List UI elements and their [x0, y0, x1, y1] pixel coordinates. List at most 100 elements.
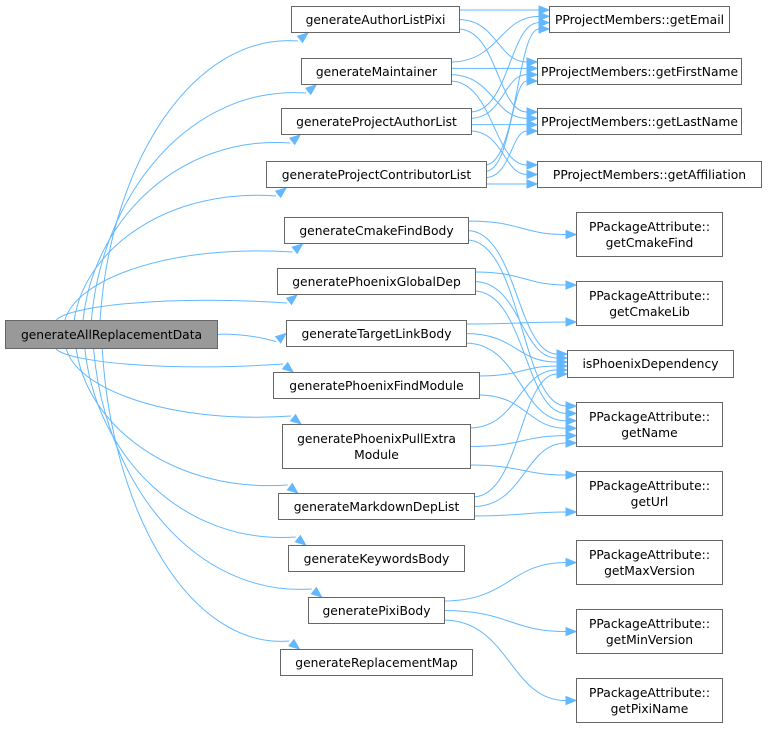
node-label: PProjectMembers::getAffiliation	[552, 167, 747, 182]
node-label: isPhoenixDependency	[582, 357, 719, 371]
node-label: generatePhoenixFindModule	[289, 378, 464, 393]
edge-root-to-markdownDepList	[75, 348, 288, 487]
arrowhead-icon	[565, 626, 578, 637]
node-label: generateMarkdownDepList	[293, 499, 460, 514]
node-get-name[interactable]: PPackageAttribute::getName	[576, 402, 723, 447]
arrowhead-icon	[565, 408, 578, 419]
arrowhead-icon	[565, 557, 578, 568]
node-get-max-version[interactable]: PPackageAttribute::getMaxVersion	[576, 540, 723, 585]
node-project-contributor-list[interactable]: generateProjectContributorList	[266, 161, 487, 188]
edge-markdownDepList-to-getUrl	[472, 511, 567, 517]
arrowhead-icon	[526, 160, 539, 170]
node-label: generateCmakeFindBody	[299, 223, 454, 238]
edge-phoenixPullExtraModule-to-getUrl	[468, 464, 567, 476]
arrowhead-icon	[538, 5, 551, 15]
edge-root-to-targetLinkBody	[217, 333, 277, 342]
edge-phoenixFindModule-to-isPhoenixDependency	[477, 365, 558, 377]
edge-root-to-projectContributorList	[73, 194, 277, 321]
node-author-list-pixi[interactable]: generateAuthorListPixi	[291, 6, 460, 33]
node-get-first-name[interactable]: PProjectMembers::getFirstName	[537, 58, 742, 85]
arrowhead-icon	[565, 438, 578, 448]
node-label: PPackageAttribute::	[589, 685, 710, 700]
node-label: PPackageAttribute::	[589, 616, 710, 631]
arrowhead-icon	[565, 423, 578, 433]
node-label: PPackageAttribute::	[589, 219, 710, 234]
node-maintainer[interactable]: generateMaintainer	[301, 58, 452, 85]
node-get-url[interactable]: PPackageAttribute::getUrl	[576, 471, 723, 516]
node-get-min-version[interactable]: PPackageAttribute::getMinVersion	[576, 609, 723, 654]
node-replacement-map[interactable]: generateReplacementMap	[280, 649, 473, 676]
edge-phoenixGlobalDep-to-getName	[473, 290, 567, 414]
edge-markdownDepList-to-getName	[472, 442, 567, 507]
arrowhead-icon	[526, 169, 539, 180]
edge-projectContributorList-to-getLastName	[484, 130, 528, 179]
node-label: generateProjectAuthorList	[296, 114, 457, 129]
edge-root-to-phoenixGlobalDep	[56, 299, 287, 321]
edge-root-to-maintainer	[90, 92, 307, 321]
node-keywords-body[interactable]: generateKeywordsBody	[288, 545, 465, 572]
arrowhead-icon	[565, 317, 578, 327]
node-label: PPackageAttribute::	[589, 288, 710, 303]
node-label: PProjectMembers::getEmail	[554, 12, 725, 27]
node-markdown-dep-list[interactable]: generateMarkdownDepList	[278, 493, 475, 520]
node-phoenix-global-dep[interactable]: generatePhoenixGlobalDep	[277, 268, 476, 295]
edge-root-to-replacementMap	[101, 348, 290, 642]
arrowhead-icon	[565, 430, 578, 441]
arrowhead-icon	[565, 507, 578, 517]
arrowhead-icon	[289, 413, 302, 425]
node-label: PPackageAttribute::	[589, 547, 710, 562]
node-project-author-list[interactable]: generateProjectAuthorList	[281, 108, 472, 135]
node-label: PProjectMembers::getFirstName	[540, 64, 739, 79]
edge-phoenixPullExtraModule-to-isPhoenixDependency	[468, 369, 558, 429]
edge-root-to-phoenixPullExtraModule	[65, 348, 291, 418]
node-pixi-body[interactable]: generatePixiBody	[308, 597, 445, 624]
edge-pixiBody-to-getPixiName	[442, 619, 567, 701]
arrowhead-icon	[274, 332, 288, 344]
node-label: generateAuthorListPixi	[305, 12, 446, 27]
arrowhead-icon	[285, 294, 298, 306]
node-label: generateProjectContributorList	[281, 167, 472, 182]
node-get-cmake-find[interactable]: PPackageAttribute::getCmakeFind	[576, 212, 723, 257]
node-label: getPixiName	[610, 701, 689, 716]
arrowhead-icon	[526, 57, 539, 67]
node-get-pixi-name[interactable]: PPackageAttribute::getPixiName	[576, 678, 723, 723]
arrowhead-icon	[281, 361, 295, 373]
edge-phoenixGlobalDep-to-isPhoenixDependency	[473, 281, 558, 359]
node-phoenix-find-module[interactable]: generatePhoenixFindModule	[273, 372, 480, 399]
arrowhead-icon	[526, 107, 539, 117]
node-is-phoenix-dependency[interactable]: isPhoenixDependency	[567, 350, 734, 378]
arrowhead-icon	[538, 11, 551, 22]
edge-authorListPixi-to-getLastName	[457, 28, 528, 113]
node-label: getCmakeFind	[605, 235, 694, 250]
node-label: PPackageAttribute::	[589, 409, 710, 424]
edge-root-to-phoenixFindModule	[55, 348, 284, 368]
arrowhead-icon	[286, 482, 299, 494]
node-get-email[interactable]: PProjectMembers::getEmail	[549, 6, 730, 33]
node-target-link-body[interactable]: generateTargetLinkBody	[286, 320, 467, 347]
edge-root-to-keywordsBody	[84, 348, 296, 538]
node-label: generateMaintainer	[315, 64, 438, 79]
arrowhead-icon	[304, 84, 318, 96]
node-label: generateAllReplacementData	[20, 327, 203, 342]
node-get-affiliation[interactable]: PProjectMembers::getAffiliation	[537, 161, 762, 188]
arrowhead-icon	[288, 638, 301, 650]
node-root: generateAllReplacementData	[5, 320, 218, 349]
edge-phoenixGlobalDep-to-getCmakeLib	[473, 271, 567, 286]
edge-projectAuthorList-to-getEmail	[469, 22, 540, 113]
arrowhead-icon	[310, 586, 323, 598]
edge-projectContributorList-to-getEmail	[484, 28, 540, 166]
arrowhead-icon	[274, 187, 288, 199]
node-get-cmake-lib[interactable]: PPackageAttribute::getCmakeLib	[576, 281, 723, 326]
arrowhead-icon	[288, 134, 302, 146]
edge-root-to-authorListPixi	[99, 40, 298, 321]
edge-root-to-projectAuthorList	[82, 141, 291, 321]
node-label: Module	[354, 447, 399, 462]
node-label: PProjectMembers::getLastName	[541, 114, 738, 129]
node-label: generatePhoenixPullExtra	[297, 431, 456, 446]
node-cmake-find-body[interactable]: generateCmakeFindBody	[284, 217, 469, 244]
node-label: getMaxVersion	[604, 563, 695, 578]
edge-pixiBody-to-getMaxVersion	[442, 562, 567, 602]
node-get-last-name[interactable]: PProjectMembers::getLastName	[537, 108, 742, 135]
node-label: getName	[621, 425, 678, 440]
